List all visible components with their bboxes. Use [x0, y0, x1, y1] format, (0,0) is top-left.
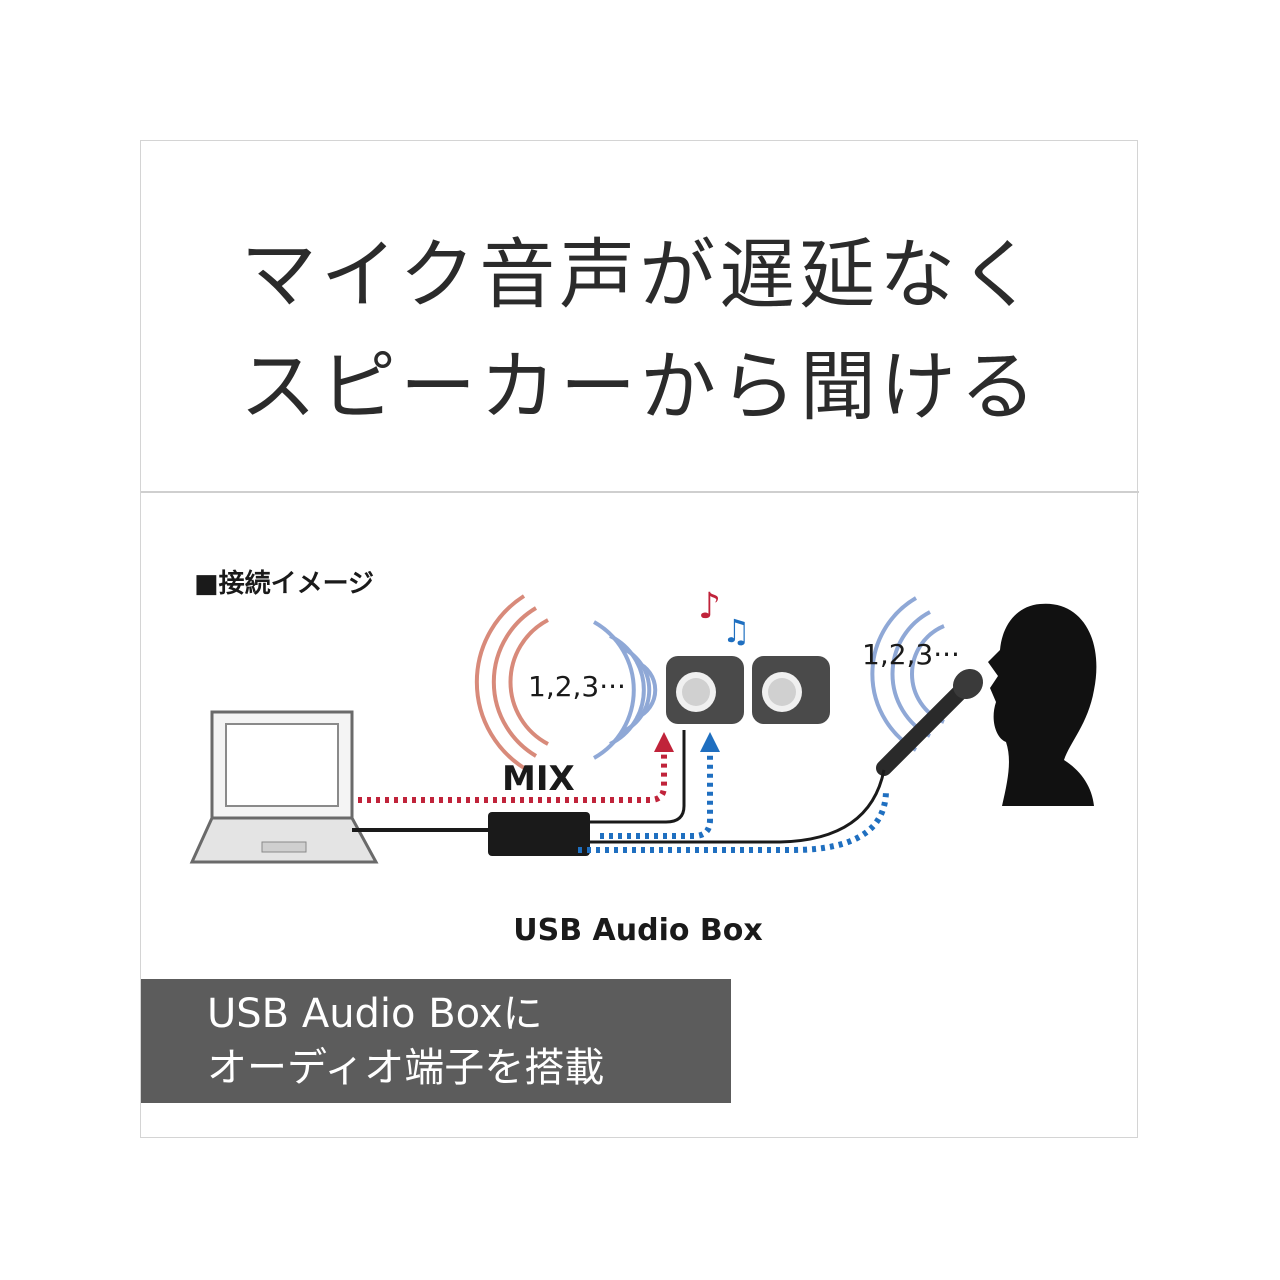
- mic-arrow: [700, 732, 720, 752]
- caption-line-1: USB Audio Boxに: [207, 991, 543, 1037]
- headline-line-2: スピーカーから聞ける: [240, 342, 1040, 431]
- mix-label: MIX: [502, 759, 575, 799]
- count-label-voice: 1,2,3···: [862, 638, 960, 671]
- microphone-icon: [876, 668, 984, 776]
- sound-wave-red: [474, 594, 549, 770]
- card-frame: マイク音声が遅延なく スピーカーから聞ける USB Audio Boxに オーデ…: [140, 140, 1139, 1138]
- speaker-icon: [666, 656, 744, 724]
- mix-arrow: [654, 732, 674, 752]
- speaker-icon: [752, 656, 830, 724]
- mic-cable: [590, 769, 886, 844]
- music-note-icon: ♪: [698, 586, 721, 627]
- caption-text: USB Audio Boxに オーディオ端子を搭載: [207, 987, 604, 1095]
- music-note-icon: ♫: [722, 612, 751, 650]
- sound-wave-blue: [593, 620, 658, 760]
- count-label-speaker: 1,2,3···: [528, 670, 626, 703]
- usb-audio-box-icon: [488, 812, 590, 856]
- person-silhouette-icon: [988, 603, 1097, 806]
- speaker-cable: [590, 730, 686, 824]
- device-label: USB Audio Box: [513, 913, 763, 948]
- caption-box: USB Audio Boxに オーディオ端子を搭載: [141, 979, 731, 1103]
- mic-signal-line: [578, 789, 889, 853]
- laptop-icon: [189, 710, 379, 864]
- caption-line-2: オーディオ端子を搭載: [207, 1045, 605, 1091]
- section-divider: [141, 491, 1139, 493]
- mic-signal-line: [600, 750, 713, 839]
- section-label: ■接続イメージ: [194, 568, 374, 599]
- headline-line-1: マイク音声が遅延なく: [240, 230, 1040, 319]
- headline: マイク音声が遅延なく スピーカーから聞ける: [141, 219, 1139, 443]
